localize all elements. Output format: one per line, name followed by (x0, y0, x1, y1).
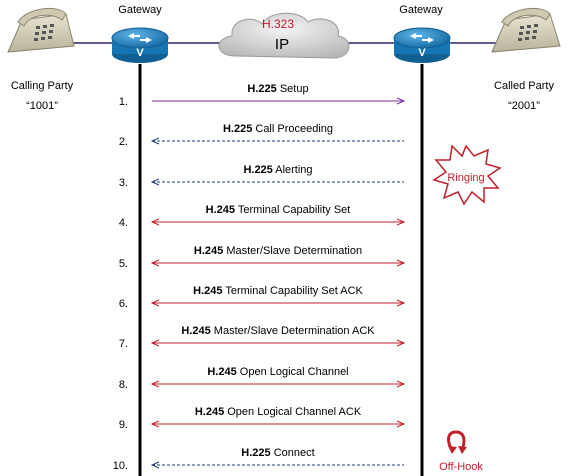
message-protocol: H.245 (195, 406, 224, 418)
message-protocol: H.225 (241, 447, 270, 459)
message-number: 7. (119, 338, 128, 350)
message-label: H.245 Open Logical Channel (207, 366, 348, 378)
message-protocol: H.245 (194, 245, 223, 257)
message-label: H.225 Alerting (243, 164, 312, 176)
message-row-8: 8. H.245 Open Logical Channel (119, 366, 406, 391)
arrowhead (396, 380, 406, 388)
arrowhead (150, 461, 160, 469)
message-label: H.245 Master/Slave Determination (194, 245, 362, 257)
called-party-label: Called Party (494, 80, 554, 92)
message-row-1: 1. H.225 Setup (119, 83, 406, 108)
arrowhead (396, 97, 406, 105)
message-row-5: 5. H.245 Master/Slave Determination (119, 245, 406, 270)
arrowhead (150, 178, 160, 186)
arrowhead (150, 420, 160, 428)
message-text: Master/Slave Determination (223, 245, 362, 257)
message-number: 3. (119, 177, 128, 189)
message-row-9: 9. H.245 Open Logical Channel ACK (119, 406, 406, 431)
message-protocol: H.245 (207, 366, 236, 378)
message-text: Open Logical Channel (237, 366, 349, 378)
message-number: 9. (119, 419, 128, 431)
message-number: 1. (119, 96, 128, 108)
svg-text:V: V (136, 47, 144, 59)
gateway-left-label: Gateway (118, 4, 162, 16)
called-party-number: “2001” (508, 100, 540, 112)
gateway-right-router-icon: V (393, 27, 451, 63)
message-number: 8. (119, 379, 128, 391)
message-text: Open Logical Channel ACK (224, 406, 362, 418)
svg-text:V: V (418, 47, 426, 59)
gateway-left-router-icon: V (111, 27, 169, 63)
arrowhead (396, 420, 406, 428)
calling-party-label: Calling Party (11, 80, 74, 92)
ringing-label: Ringing (447, 172, 484, 184)
message-row-6: 6. H.245 Terminal Capability Set ACK (119, 285, 406, 310)
arrowhead (150, 299, 160, 307)
offhook-arrow-icon (447, 430, 467, 454)
gateway-right-label: Gateway (399, 4, 443, 16)
arrowhead (150, 339, 160, 347)
arrowhead (396, 299, 406, 307)
message-text: Terminal Capability Set (235, 204, 350, 216)
message-text: Call Proceeding (252, 123, 333, 135)
message-protocol: H.245 (206, 204, 235, 216)
message-row-3: 3. H.225 Alerting (119, 164, 404, 189)
arrowhead (150, 380, 160, 388)
calling-party-number: “1001” (26, 100, 58, 112)
message-label: H.245 Master/Slave Determination ACK (181, 325, 375, 337)
message-label: H.245 Open Logical Channel ACK (195, 406, 362, 418)
message-number: 2. (119, 136, 128, 148)
message-text: Terminal Capability Set ACK (222, 285, 363, 297)
message-label: H.225 Setup (247, 83, 308, 95)
message-number: 5. (119, 258, 128, 270)
message-protocol: H.245 (193, 285, 222, 297)
message-label: H.245 Terminal Capability Set (206, 204, 351, 216)
message-label: H.245 Terminal Capability Set ACK (193, 285, 363, 297)
message-protocol: H.225 (243, 164, 272, 176)
message-number: 6. (119, 298, 128, 310)
arrowhead (396, 339, 406, 347)
message-protocol: H.225 (247, 83, 276, 95)
message-number: 4. (119, 217, 128, 229)
message-text: Alerting (273, 164, 313, 176)
ip-cloud-icon (218, 12, 350, 59)
message-row-2: 2. H.225 Call Proceeding (119, 123, 404, 148)
arrowhead (396, 259, 406, 267)
arrowhead (150, 218, 160, 226)
message-label: H.225 Connect (241, 447, 314, 459)
message-list: 1. H.225 Setup 2. H.225 Call Proceeding 3. H.… (113, 83, 406, 472)
message-protocol: H.225 (223, 123, 252, 135)
message-text: Connect (271, 447, 315, 459)
arrowhead (150, 137, 160, 145)
offhook-label: Off-Hook (439, 461, 483, 473)
ringing-starburst-icon (432, 144, 502, 206)
cloud-network-label: IP (275, 36, 289, 53)
message-number: 10. (113, 460, 128, 472)
cloud-protocol-label: H.323 (262, 17, 294, 31)
called-phone-icon (491, 7, 561, 53)
arrowhead (150, 259, 160, 267)
message-protocol: H.245 (181, 325, 210, 337)
message-text: Master/Slave Determination ACK (211, 325, 376, 337)
message-row-7: 7. H.245 Master/Slave Determination ACK (119, 325, 406, 350)
message-row-4: 4. H.245 Terminal Capability Set (119, 204, 406, 229)
calling-phone-icon (7, 7, 75, 53)
arrowhead (396, 218, 406, 226)
message-label: H.225 Call Proceeding (223, 123, 333, 135)
message-row-10: 10. H.225 Connect (113, 447, 404, 472)
message-text: Setup (277, 83, 309, 95)
